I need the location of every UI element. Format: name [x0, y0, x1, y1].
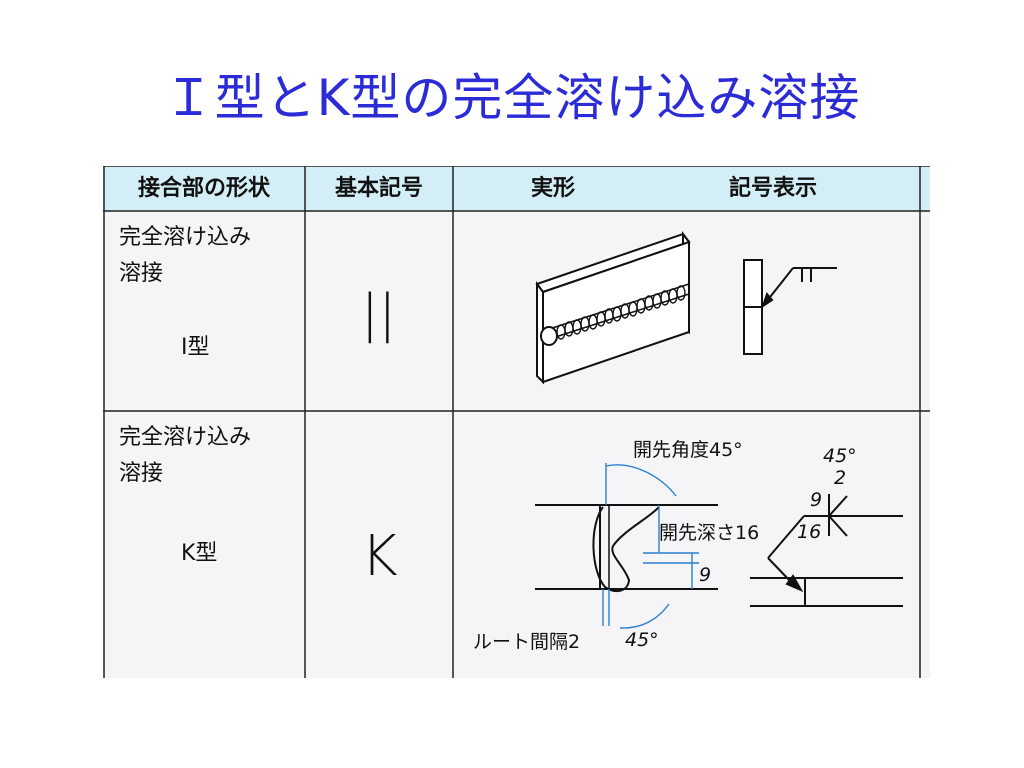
groove-angle-label: 開先角度45°	[633, 439, 743, 461]
symbol-angle-label: 45°	[823, 445, 857, 467]
header-actual-shape: 実形	[530, 176, 575, 201]
table-grid	[103, 166, 930, 678]
slide-title: Ｉ型とK型の完全溶け込み溶接	[163, 69, 861, 127]
row2-joint-line1: 完全溶け込み	[119, 425, 252, 450]
row2-joint-line2: 溶接	[119, 461, 164, 486]
header-symbol-notation: 記号表示	[728, 176, 817, 201]
k-weld-dimension-lines	[602, 463, 699, 629]
root-gap-label: ルート間隔2	[473, 631, 580, 653]
symbol-16-label: 16	[797, 521, 821, 543]
k-weld-section-drawing	[535, 504, 718, 593]
table-header-row	[103, 166, 930, 211]
symbol-9-label: 9	[810, 489, 822, 511]
header-joint-shape: 接合部の形状	[137, 176, 270, 201]
row1-joint-line1: 完全溶け込み	[119, 225, 252, 250]
i-weld-symbol-notation	[743, 259, 837, 355]
row2-type-label: K型	[181, 541, 218, 566]
header-basic-symbol: 基本記号	[334, 176, 423, 201]
groove-depth-label: 開先深さ16	[659, 522, 759, 544]
depth-9-label: 9	[699, 564, 711, 586]
symbol-gap-label: 2	[834, 467, 846, 489]
row1-joint-line2: 溶接	[119, 261, 164, 286]
row1-basic-symbol: ||	[361, 284, 397, 344]
row2-basic-symbol: K	[361, 524, 398, 589]
k-weld-symbol-notation	[750, 494, 903, 607]
table-grid-and-drawings: 開先角度45° 開先深さ16 ルート間隔2 45° 9 45° 2 9 16	[103, 166, 930, 678]
i-weld-block-drawing	[535, 231, 691, 385]
weld-symbol-table: 接合部の形状 基本記号 実形 記号表示 完全溶け込み 溶接 I型 || 完全溶け…	[103, 166, 930, 678]
row1-type-label: I型	[181, 335, 210, 360]
bottom-angle-label: 45°	[625, 629, 659, 651]
